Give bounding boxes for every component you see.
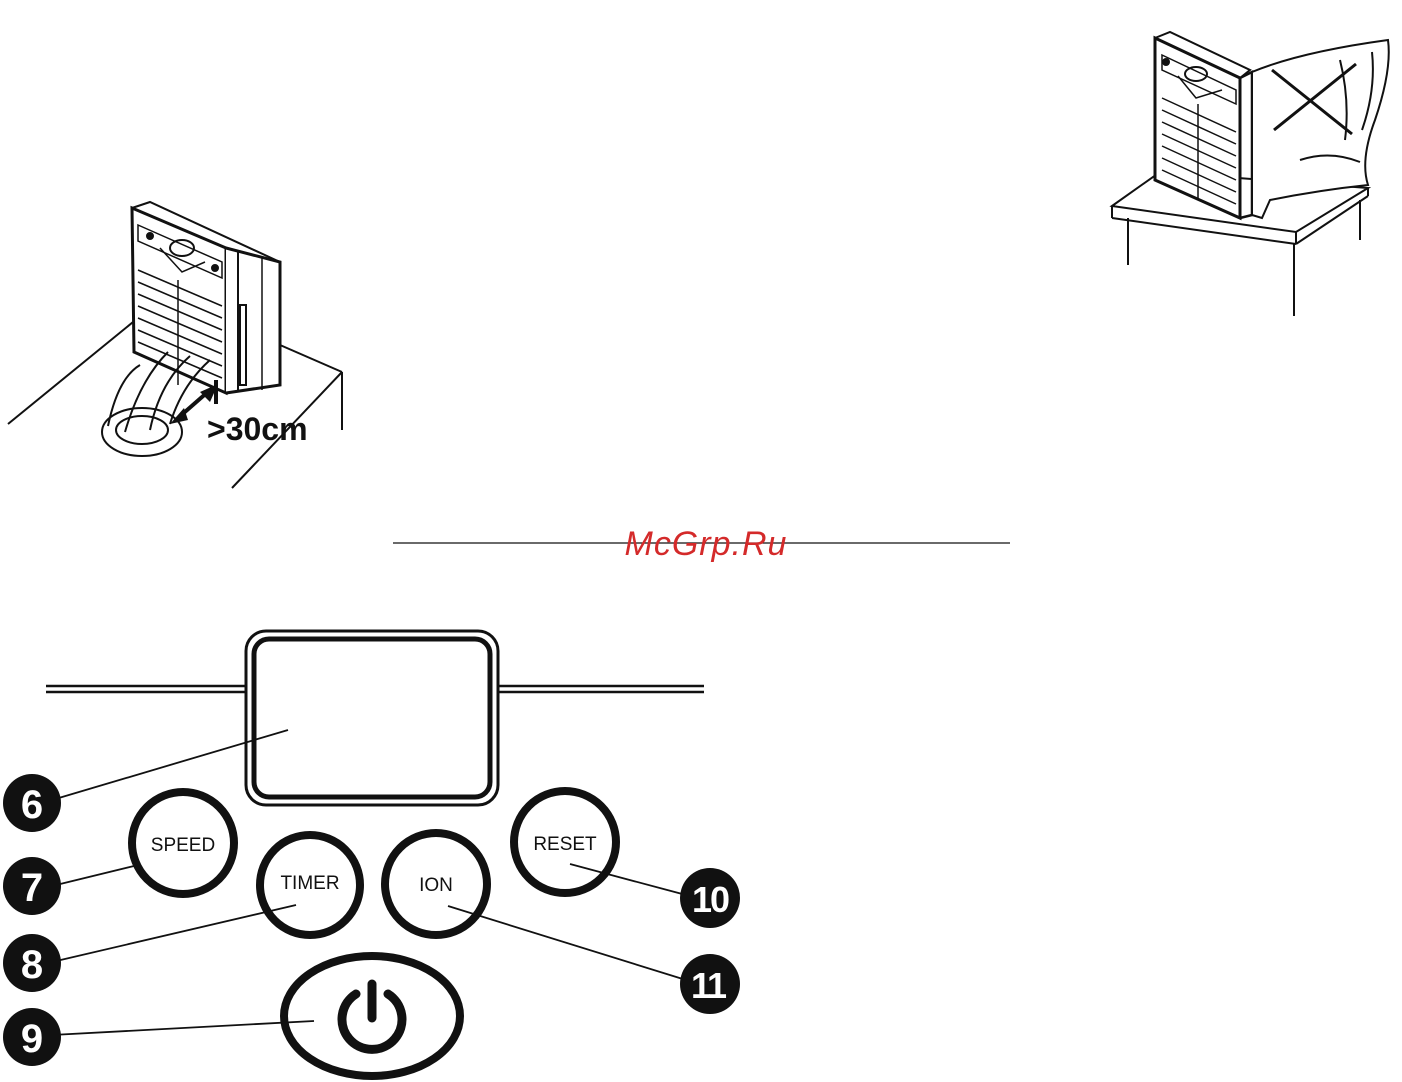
reset-button-label: RESET: [533, 834, 597, 855]
display-window: [246, 631, 498, 805]
speed-button-label: SPEED: [151, 835, 215, 856]
distance-label: >30cm: [207, 411, 308, 447]
speed-button[interactable]: SPEED: [132, 792, 234, 894]
svg-text:11: 11: [691, 965, 727, 1006]
power-button[interactable]: [284, 956, 460, 1076]
svg-text:8: 8: [21, 943, 43, 987]
svg-text:6: 6: [21, 783, 43, 827]
callout-10: 10: [680, 868, 740, 928]
timer-button[interactable]: TIMER: [260, 835, 360, 935]
callout-6: 6: [3, 774, 61, 832]
callout-9: 9: [3, 1008, 61, 1066]
callout-8: 8: [3, 934, 61, 992]
callout-7: 7: [3, 857, 61, 915]
reset-button[interactable]: RESET: [514, 791, 616, 893]
watermark: McGrp.Ru: [625, 525, 788, 563]
ion-button-label: ION: [419, 875, 453, 896]
ion-button[interactable]: ION: [385, 833, 487, 935]
svg-text:9: 9: [21, 1017, 43, 1061]
do-not-cover-illustration: [1112, 32, 1389, 316]
control-panel-diagram: SPEED TIMER ION RESET: [3, 631, 740, 1076]
callout-11: 11: [680, 954, 740, 1014]
svg-text:7: 7: [21, 866, 43, 910]
timer-button-label: TIMER: [280, 873, 339, 894]
air-purifier-device-right: [1155, 32, 1252, 218]
svg-text:10: 10: [692, 879, 729, 920]
